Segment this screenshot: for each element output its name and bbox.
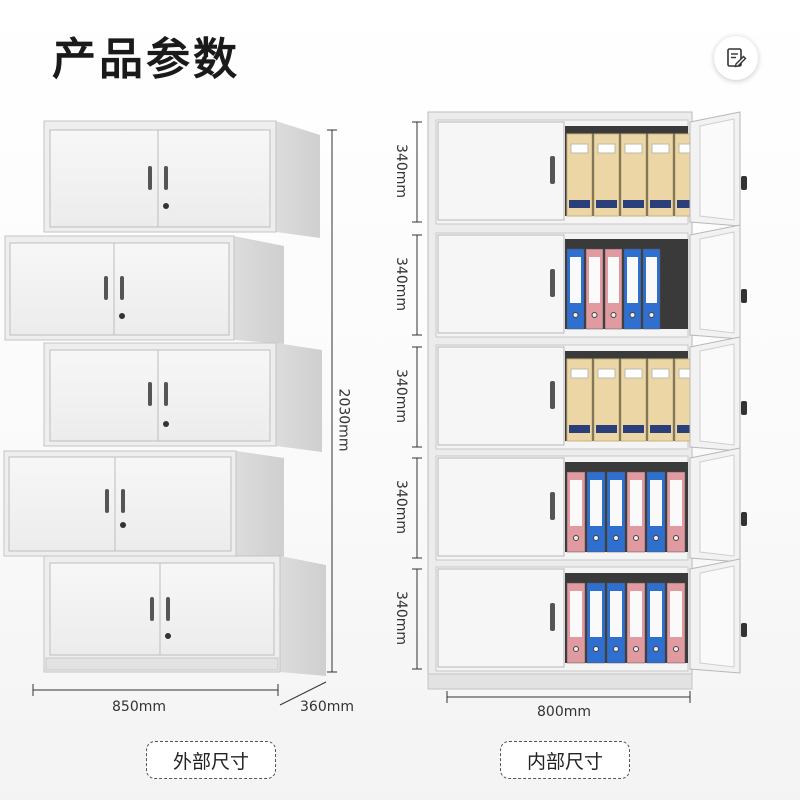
interior-section-5	[412, 558, 747, 674]
interior-section-height-label: 340mm	[393, 369, 409, 423]
exterior-width-label: 850mm	[112, 699, 166, 715]
interior-section-3	[412, 336, 747, 452]
exterior-dimension-lines	[32, 129, 337, 706]
exterior-depth-label: 360mm	[300, 699, 354, 715]
interior-width-dimension	[446, 691, 691, 703]
cabinet-module-4	[3, 450, 284, 560]
page-title: 产品参数	[52, 34, 240, 85]
cabinet-module-2	[4, 235, 284, 344]
interior-size-caption: 内部尺寸	[500, 741, 630, 779]
cabinet-module-5	[43, 555, 326, 676]
interior-section-2	[412, 224, 747, 340]
interior-section-1	[412, 111, 747, 227]
exterior-size-caption: 外部尺寸	[146, 741, 276, 779]
edit-note-button[interactable]	[714, 36, 758, 80]
exterior-height-label: 2030mm	[335, 388, 352, 452]
interior-section-height-label: 340mm	[393, 144, 409, 198]
interior-section-height-label: 340mm	[393, 591, 409, 645]
interior-section-height-label: 340mm	[393, 257, 409, 311]
edit-note-icon	[727, 48, 747, 68]
interior-width-label: 800mm	[537, 704, 591, 720]
cabinet-module-3	[43, 342, 322, 452]
interior-section-height-label: 340mm	[393, 480, 409, 534]
interior-section-4	[412, 447, 747, 563]
cabinet-module-1	[43, 120, 320, 238]
